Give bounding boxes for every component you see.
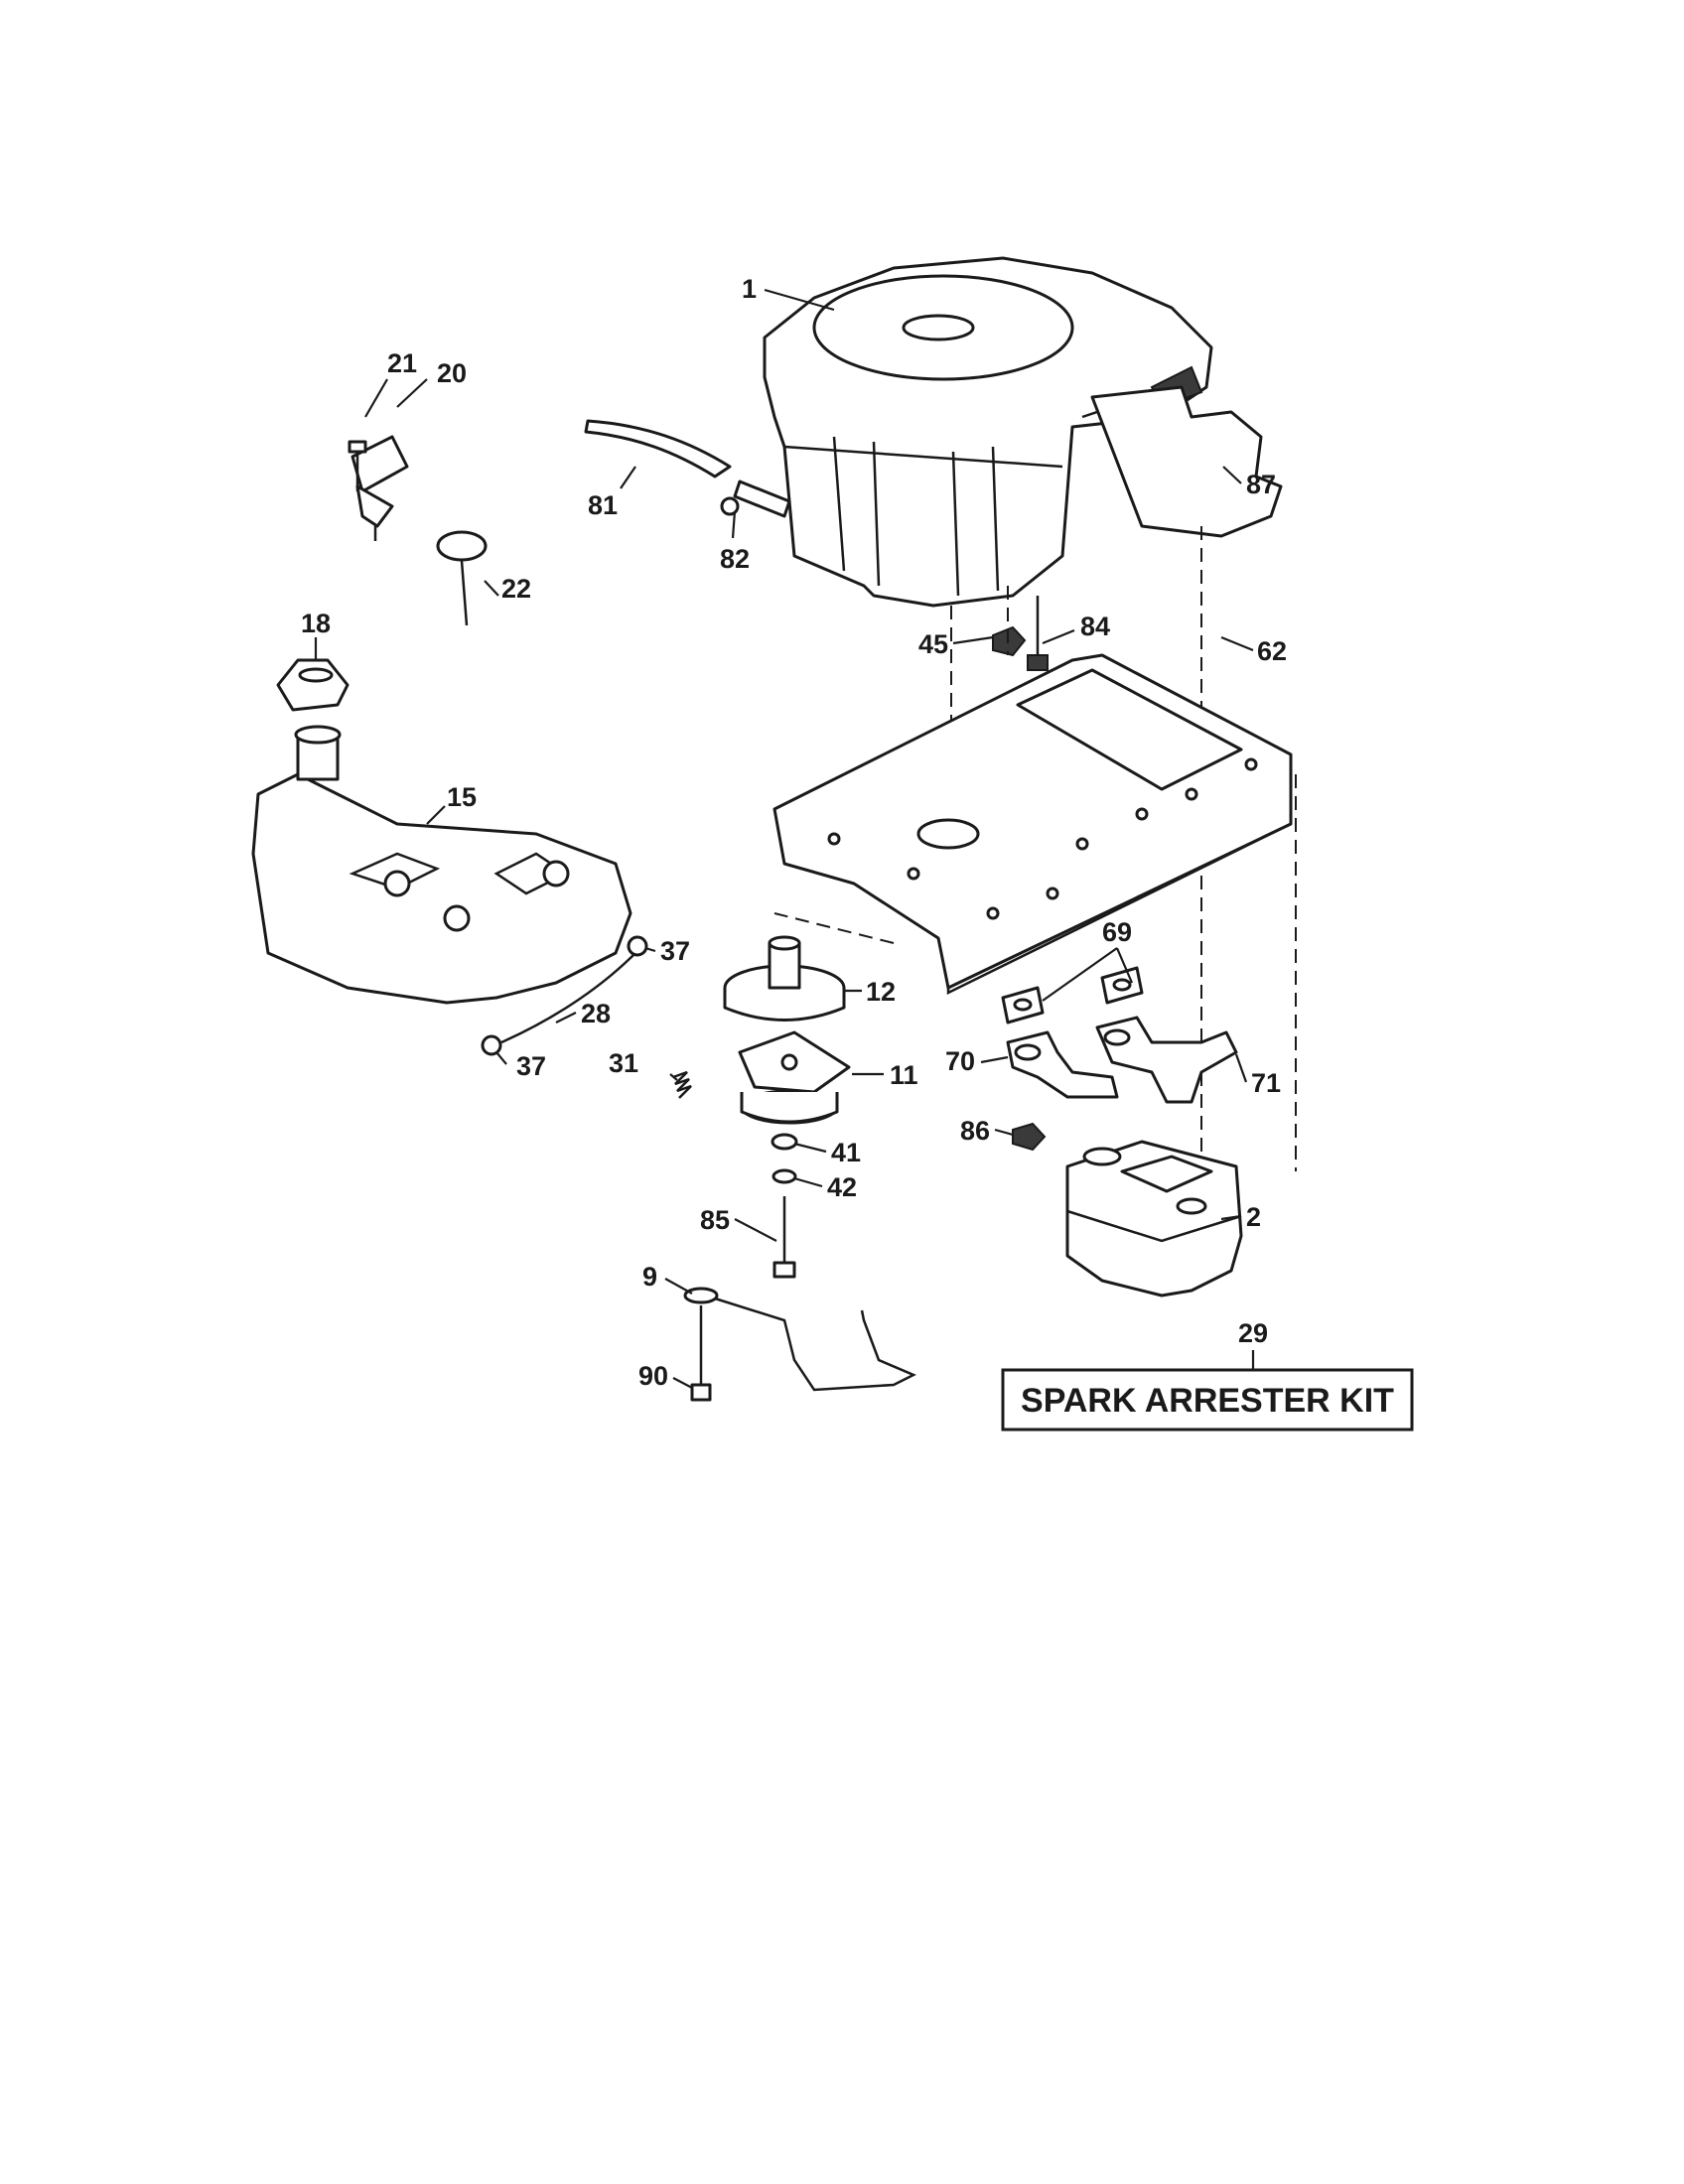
- callout-82: 82: [720, 544, 750, 574]
- washer-41: [771, 1133, 798, 1151]
- knob-22: [436, 530, 488, 626]
- callout-42: 42: [827, 1172, 857, 1202]
- engine-deck: [772, 653, 1293, 996]
- spark-arrester-kit-box: SPARK ARRESTER KIT: [1001, 1368, 1414, 1432]
- exhaust-pipe-71: [1095, 1016, 1238, 1104]
- clamp-37-top: [627, 935, 648, 957]
- callout-21: 21: [387, 348, 417, 378]
- bolt-85: [772, 1196, 796, 1279]
- pulley-12: [723, 935, 846, 1022]
- callout-28: 28: [581, 999, 611, 1028]
- fuel-line-81: [584, 419, 732, 478]
- callout-12: 12: [866, 977, 896, 1007]
- callout-85: 85: [700, 1205, 730, 1235]
- callout-15: 15: [447, 782, 477, 812]
- fuel-fitting-82: [720, 479, 791, 518]
- callout-29: 29: [1238, 1318, 1268, 1348]
- exhaust-pipe-70: [1006, 1030, 1119, 1099]
- callout-1: 1: [742, 274, 757, 304]
- callout-20: 20: [437, 358, 467, 388]
- callout-labels: 1 2 9 11 12 15 18 20 21 22 28 29 31 37 3…: [301, 274, 1287, 1391]
- callout-9: 9: [642, 1262, 657, 1292]
- fuel-hose-28: [500, 952, 636, 1044]
- callout-87: 87: [1246, 470, 1276, 499]
- gasket-69: [1001, 966, 1144, 1024]
- bracket-rod-9: [683, 1287, 916, 1392]
- spring-31: [672, 1070, 692, 1099]
- callout-11: 11: [890, 1060, 918, 1090]
- callout-22: 22: [501, 574, 531, 604]
- callout-86: 86: [960, 1116, 990, 1146]
- callout-81: 81: [588, 490, 618, 520]
- heat-shield-62: [1090, 385, 1283, 538]
- callout-62: 62: [1257, 636, 1287, 666]
- muffler-2: [1065, 1140, 1243, 1297]
- callout-2: 2: [1246, 1202, 1261, 1232]
- callout-71: 71: [1251, 1068, 1281, 1098]
- washer-42: [772, 1168, 797, 1184]
- clutch-11: [738, 1030, 851, 1125]
- callout-69: 69: [1102, 917, 1132, 947]
- nut-86: [1012, 1122, 1047, 1152]
- callout-31: 31: [609, 1048, 638, 1078]
- screw-21: [348, 440, 367, 491]
- callout-37-top: 37: [660, 936, 690, 966]
- callout-70: 70: [945, 1046, 975, 1076]
- leader-lines: [314, 288, 1255, 1389]
- callout-37-bottom: 37: [516, 1051, 546, 1081]
- callout-90: 90: [638, 1361, 668, 1391]
- fuel-tank-15: [251, 725, 632, 1005]
- callout-18: 18: [301, 609, 331, 638]
- callout-84: 84: [1080, 612, 1110, 641]
- bolt-90: [690, 1305, 712, 1402]
- clamp-37-bottom: [481, 1034, 502, 1056]
- callout-45: 45: [918, 629, 948, 659]
- bolt-84: [1027, 596, 1049, 671]
- spark-arrester-kit-label: SPARK ARRESTER KIT: [1021, 1382, 1394, 1420]
- callout-41: 41: [831, 1138, 861, 1167]
- fuel-cap-18: [276, 658, 350, 712]
